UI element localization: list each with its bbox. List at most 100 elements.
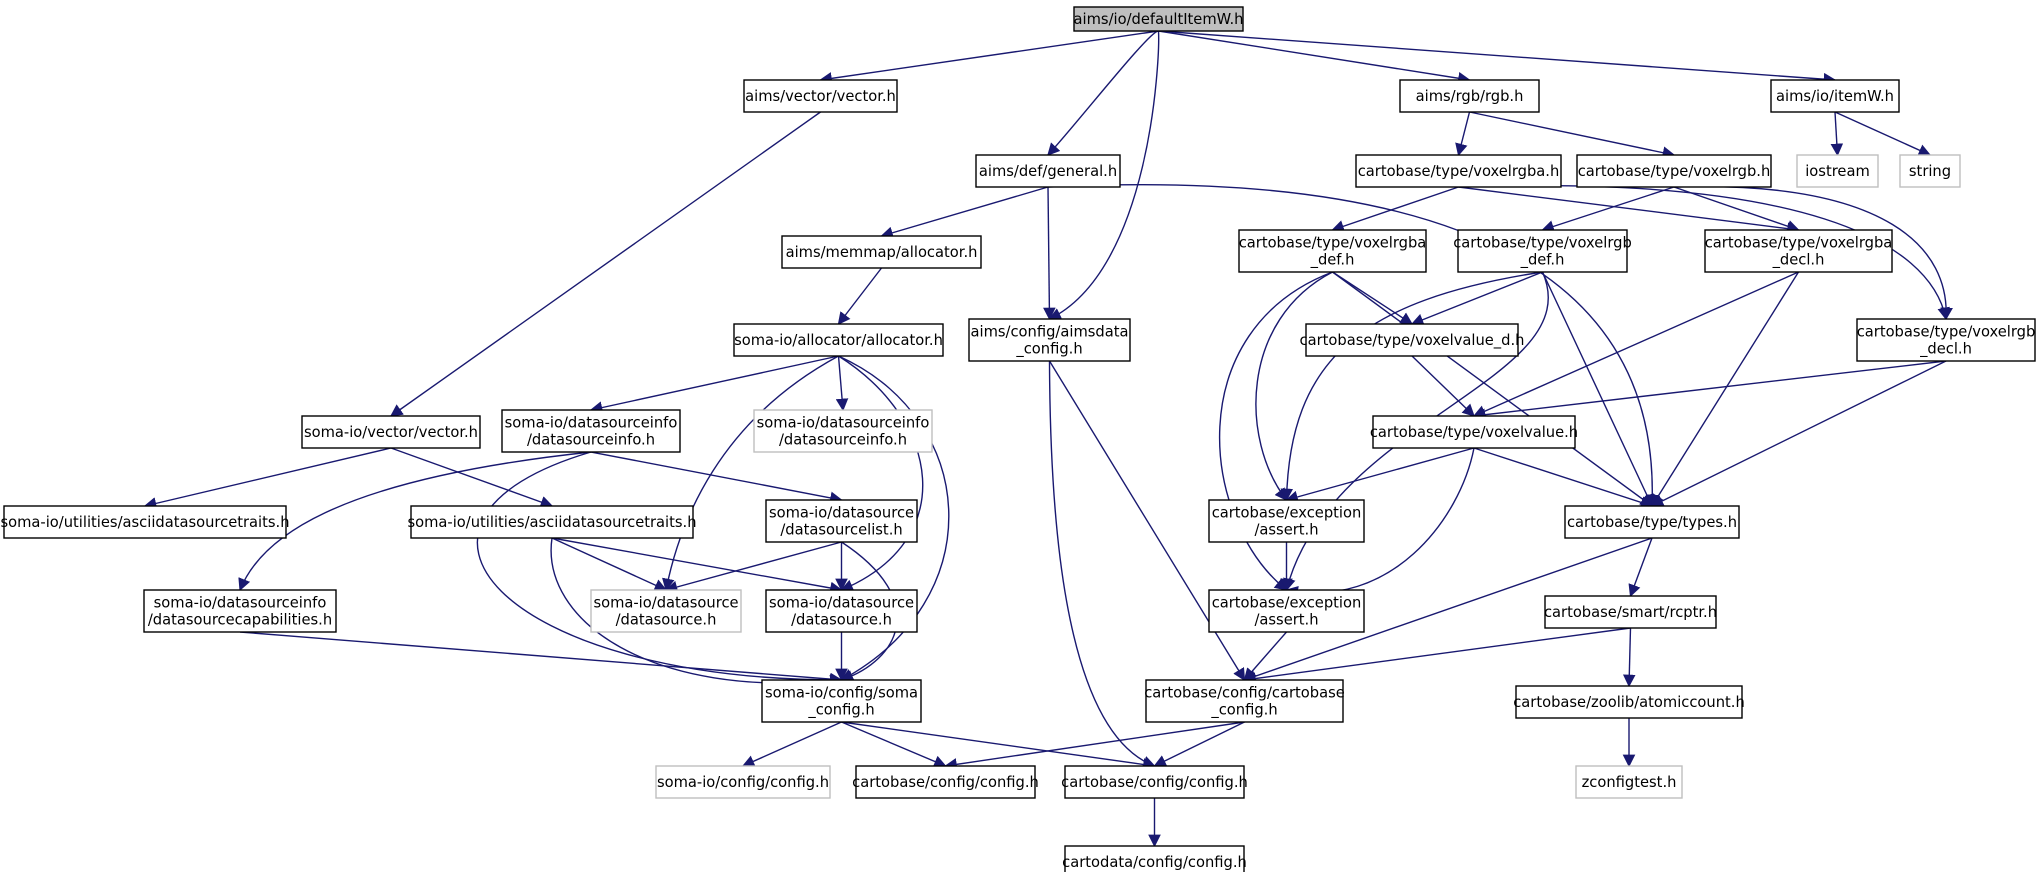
node-label: /datasourcelist.h xyxy=(780,522,902,539)
node-voxelrgba[interactable]: cartobase/type/voxelrgba.h xyxy=(1355,154,1562,188)
node-label: soma-io/datasource xyxy=(593,595,738,612)
node-label: /assert.h xyxy=(1254,612,1318,629)
node-ascii[interactable]: soma-io/utilities/asciidatasourcetraits.… xyxy=(407,505,697,539)
node-label: aims/io/defaultItemW.h xyxy=(1074,11,1244,28)
edge-voxelrgba_decl-to-voxelvalue xyxy=(1472,271,1799,418)
node-box xyxy=(753,409,933,453)
edge-voxelrgb-to-voxelrgba_decl xyxy=(1673,186,1800,233)
node-voxelrgb[interactable]: cartobase/type/voxelrgb.h xyxy=(1576,154,1772,188)
node-itemw[interactable]: aims/io/itemW.h xyxy=(1770,79,1900,113)
node-ds[interactable]: soma-io/datasource/datasource.h xyxy=(765,589,918,633)
node-rgb[interactable]: aims/rgb/rgb.h xyxy=(1399,79,1540,113)
node-label: _decl.h xyxy=(1919,341,1972,358)
node-box xyxy=(1399,79,1540,113)
edge-voxelrgb_def-to-assert1 xyxy=(1280,271,1543,502)
node-label: cartobase/type/voxelvalue_d.h xyxy=(1300,332,1525,349)
node-assert1[interactable]: cartobase/exception/assert.h xyxy=(1208,499,1365,543)
node-voxelvalue-d[interactable]: cartobase/type/voxelvalue_d.h xyxy=(1300,323,1525,357)
edge-voxelrgba_def-to-assert2 xyxy=(1219,271,1333,591)
node-root[interactable]: aims/io/defaultItemW.h xyxy=(1073,6,1244,32)
node-cartodata-cfg[interactable]: cartodata/config/config.h xyxy=(1062,845,1247,872)
node-soma-cfg[interactable]: soma-io/config/config.h xyxy=(655,765,831,799)
node-label: _config.h xyxy=(807,702,874,719)
node-vector[interactable]: aims/vector/vector.h xyxy=(743,79,898,113)
node-voxelrgb-decl[interactable]: cartobase/type/voxelrgb_decl.h xyxy=(1856,318,2036,362)
node-box xyxy=(761,679,922,723)
edge-general-to-aimsdata_config xyxy=(1043,186,1056,321)
edge-voxelrgb-to-voxelrgb_decl xyxy=(1673,185,1953,321)
node-box xyxy=(1515,685,1743,719)
node-general[interactable]: aims/def/general.h xyxy=(975,154,1121,188)
node-dsinfo[interactable]: soma-io/datasourceinfo/datasourceinfo.h xyxy=(501,409,681,453)
node-types[interactable]: cartobase/type/types.h xyxy=(1564,505,1740,539)
node-cartobase-config[interactable]: cartobase/config/cartobase_config.h xyxy=(1144,679,1345,723)
node-memalloc[interactable]: aims/memmap/allocator.h xyxy=(781,235,982,269)
node-box xyxy=(1899,154,1961,188)
edge-vector-to-soma_vector xyxy=(389,111,821,417)
node-label: _config.h xyxy=(1210,702,1277,719)
node-label: zconfigtest.h xyxy=(1582,774,1677,791)
node-rcptr[interactable]: cartobase/smart/rcptr.h xyxy=(1544,595,1717,629)
node-assert2[interactable]: cartobase/exception/assert.h xyxy=(1208,589,1365,633)
edge-voxelrgba_def-to-voxelvalue_d xyxy=(1332,271,1414,325)
edge-voxelrgb_def-to-types xyxy=(1541,271,1653,508)
node-voxelvalue[interactable]: cartobase/type/voxelvalue.h xyxy=(1370,415,1578,449)
node-soma-vector[interactable]: soma-io/vector/vector.h xyxy=(301,415,481,449)
node-box xyxy=(301,415,481,449)
node-cb-cfg1[interactable]: cartobase/config/config.h xyxy=(852,765,1039,799)
edge-voxelvalue-to-types xyxy=(1473,447,1654,509)
node-label: cartobase/exception xyxy=(1212,505,1362,522)
edges-layer xyxy=(143,30,1953,848)
edge-root-to-rgb xyxy=(1158,30,1471,85)
node-box xyxy=(1544,595,1717,629)
node-ds-ext[interactable]: soma-io/datasource/datasource.h xyxy=(590,589,742,633)
edge-voxelrgb-to-voxelrgb_def xyxy=(1541,186,1675,233)
node-voxelrgb-def[interactable]: cartobase/type/voxelrgb_def.h xyxy=(1453,229,1632,273)
node-label: /datasource.h xyxy=(791,612,892,629)
edge-dsinfo-to-dscap xyxy=(238,451,592,592)
node-ascii-ext[interactable]: soma-io/utilities/asciidatasourcetraits.… xyxy=(0,505,290,539)
node-box xyxy=(1355,154,1562,188)
node-box xyxy=(1796,154,1879,188)
node-box xyxy=(1564,505,1740,539)
node-aimsdata-config[interactable]: aims/config/aimsdata_config.h xyxy=(968,318,1131,362)
node-zconfig[interactable]: zconfigtest.h xyxy=(1575,765,1683,799)
node-soma-alloc[interactable]: soma-io/allocator/allocator.h xyxy=(733,323,944,357)
node-soma-config[interactable]: soma-io/config/soma_config.h xyxy=(761,679,922,723)
node-label: cartobase/type/voxelrgba.h xyxy=(1358,163,1560,180)
node-box xyxy=(765,499,918,543)
node-label: cartodata/config/config.h xyxy=(1062,854,1247,871)
node-dsinfo-ext[interactable]: soma-io/datasourceinfo/datasourceinfo.h xyxy=(753,409,933,453)
edge-itemw-to-string xyxy=(1834,111,1932,157)
node-label: cartobase/config/config.h xyxy=(1061,774,1248,791)
node-dscap[interactable]: soma-io/datasourceinfo/datasourcecapabil… xyxy=(143,589,337,633)
node-voxelrgba-decl[interactable]: cartobase/type/voxelrgba_decl.h xyxy=(1704,229,1893,273)
node-cb-cfg2[interactable]: cartobase/config/config.h xyxy=(1061,765,1248,799)
edge-types-to-rcptr xyxy=(1628,537,1653,598)
node-label: cartobase/exception xyxy=(1212,595,1362,612)
node-box xyxy=(410,505,694,539)
node-label: iostream xyxy=(1805,163,1870,180)
edge-root-to-itemw xyxy=(1158,30,1837,86)
edge-soma_vector-to-ascii xyxy=(390,447,554,509)
edge-dsinfo-to-dslist xyxy=(590,451,843,505)
node-box xyxy=(1064,845,1245,872)
node-voxelrgba-def[interactable]: cartobase/type/voxelrgba_def.h xyxy=(1238,229,1427,273)
node-label: cartobase/type/voxelvalue.h xyxy=(1370,424,1578,441)
node-label: cartobase/config/config.h xyxy=(852,774,1039,791)
node-box xyxy=(968,318,1131,362)
edge-rcptr-to-cartobase_config xyxy=(1243,627,1631,685)
node-label: cartobase/type/voxelrgb xyxy=(1453,235,1632,252)
edge-dscap-to-soma_config xyxy=(239,631,843,686)
edge-rgb-to-voxelrgba xyxy=(1455,111,1471,157)
node-label: cartobase/type/voxelrgba xyxy=(1239,235,1427,252)
edge-soma_alloc-to-dsinfo_ext xyxy=(835,355,849,412)
node-label: cartobase/zoolib/atomiccount.h xyxy=(1513,694,1745,711)
node-string[interactable]: string xyxy=(1899,154,1961,188)
node-label: _def.h xyxy=(1310,252,1355,269)
node-box xyxy=(1576,154,1772,188)
node-dslist[interactable]: soma-io/datasource/datasourcelist.h xyxy=(765,499,918,543)
node-iostream[interactable]: iostream xyxy=(1796,154,1879,188)
node-atomic[interactable]: cartobase/zoolib/atomiccount.h xyxy=(1513,685,1745,719)
